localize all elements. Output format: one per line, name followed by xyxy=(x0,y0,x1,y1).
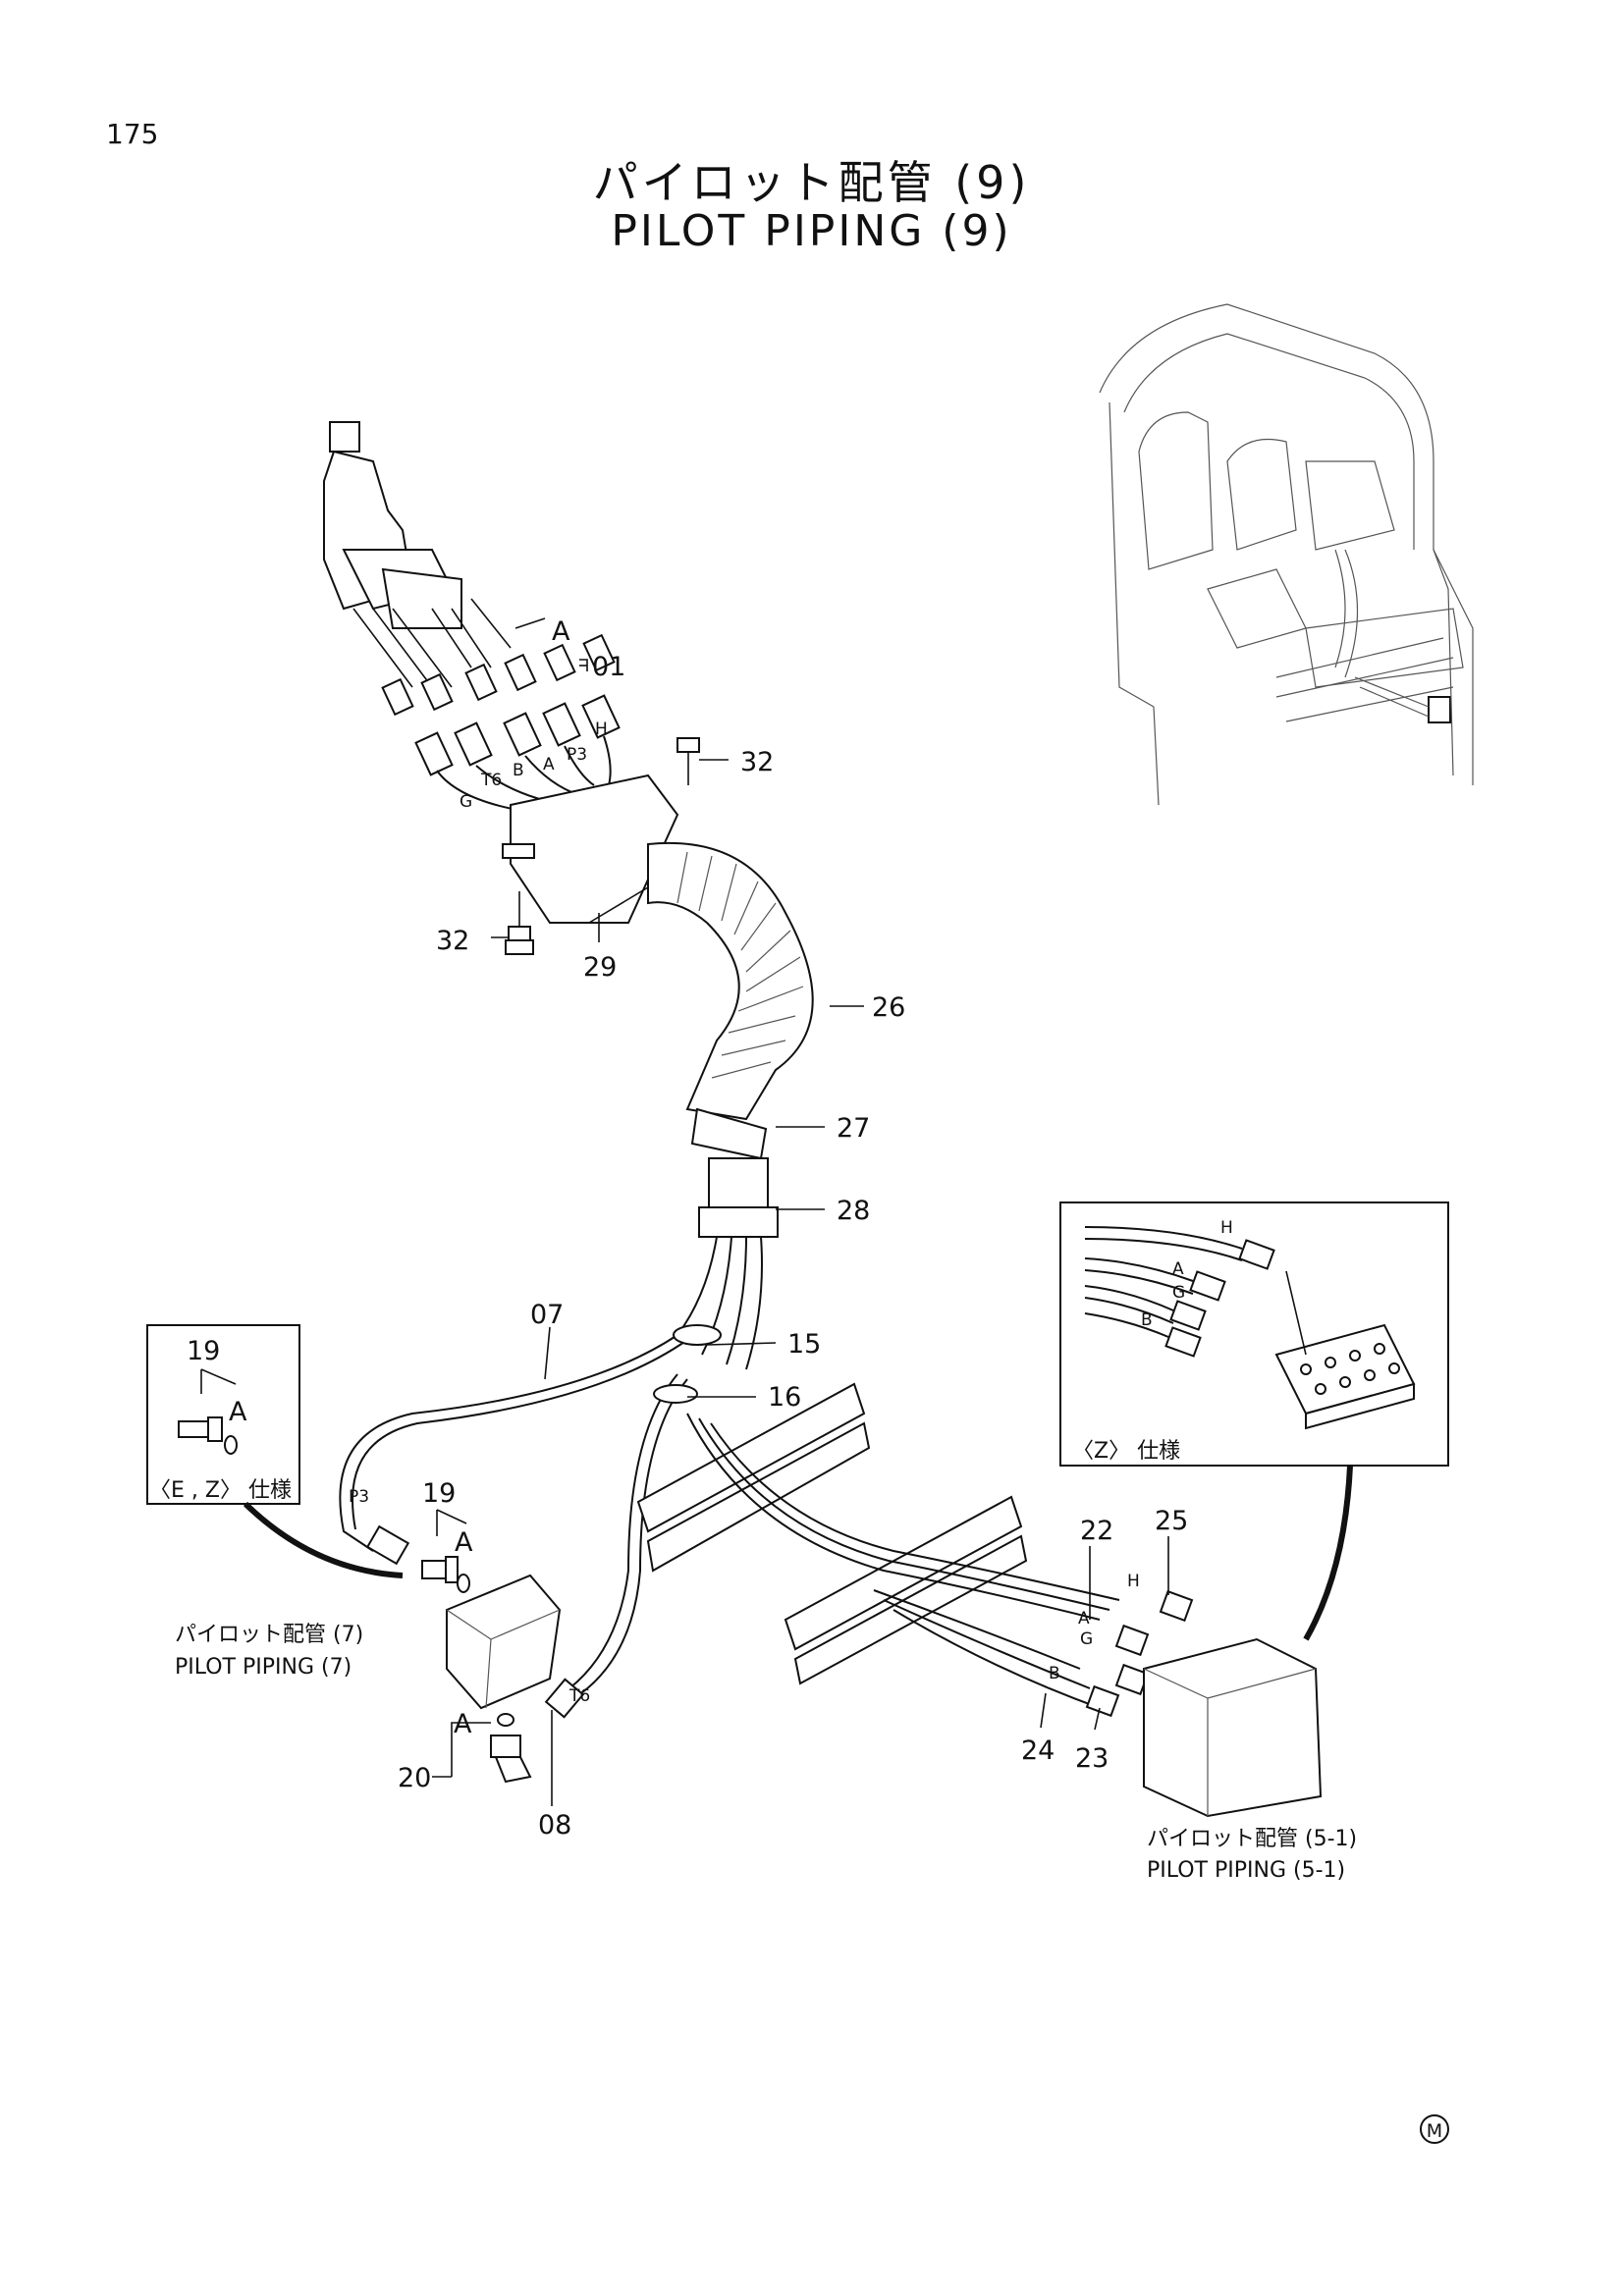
port-label-h-inset: H xyxy=(1220,1218,1233,1238)
callout-07: 07 xyxy=(530,1300,564,1330)
view-letter-a-19: A xyxy=(455,1527,473,1558)
ez-spec-inset xyxy=(146,1324,300,1505)
corrugated-tube xyxy=(647,841,814,1370)
callout-23: 23 xyxy=(1075,1743,1109,1774)
callout-01: 01 xyxy=(592,652,625,682)
port-label-g-inset: G xyxy=(1172,1283,1185,1303)
cab-illustration xyxy=(1099,303,1474,806)
hose-07-inner xyxy=(352,1339,688,1530)
hose-07 xyxy=(339,1334,678,1552)
hose-08 xyxy=(568,1373,688,1694)
harness-rails xyxy=(636,1382,1120,1709)
port-label-b-right: B xyxy=(1049,1664,1060,1683)
port-label-p3-hose07: P3 xyxy=(349,1487,369,1507)
port-label-a-inset: A xyxy=(1172,1259,1184,1279)
port-label-t6-hose08: T6 xyxy=(568,1686,590,1706)
port-label-g: G xyxy=(460,792,472,812)
p3-fitting xyxy=(365,1524,410,1566)
page-title-english: PILOT PIPING (9) xyxy=(611,206,1012,256)
port-label-b-inset: B xyxy=(1141,1310,1153,1330)
page-number: 175 xyxy=(106,118,159,150)
callout-16: 16 xyxy=(768,1382,801,1413)
view-letter-a-20: A xyxy=(454,1709,472,1739)
callout-24: 24 xyxy=(1021,1735,1055,1766)
port-label-h-right: H xyxy=(1127,1572,1140,1591)
t6-fitting xyxy=(544,1678,585,1719)
callout-32-lower: 32 xyxy=(436,926,469,956)
callout-28: 28 xyxy=(837,1196,870,1226)
callout-27: 27 xyxy=(837,1113,870,1144)
callout-20: 20 xyxy=(398,1763,431,1793)
callout-26: 26 xyxy=(872,992,905,1023)
z-spec-inset xyxy=(1059,1201,1449,1467)
hose-fittings xyxy=(381,633,621,776)
ref-pilot-piping-7-ja: パイロット配管 (7) xyxy=(175,1623,363,1647)
page-title-japanese: パイロット配管 (9) xyxy=(592,156,1031,209)
z-inset-leader xyxy=(1303,1465,1353,1641)
right-fittings xyxy=(1085,1589,1323,1818)
callout-08: 08 xyxy=(538,1810,571,1841)
port-label-a: A xyxy=(543,755,555,774)
port-label-b: B xyxy=(513,761,524,780)
callout-19-inset: 19 xyxy=(187,1336,220,1366)
view-letter-a-top: A xyxy=(552,616,570,647)
ez-inset-leader xyxy=(243,1501,404,1578)
ref-pilot-piping-5-1-ja: パイロット配管 (5-1) xyxy=(1147,1827,1357,1851)
callout-15: 15 xyxy=(787,1329,821,1360)
clamp-16 xyxy=(653,1384,698,1404)
callout-22: 22 xyxy=(1080,1516,1113,1546)
ref-pilot-piping-5-1-en: PILOT PIPING (5-1) xyxy=(1147,1858,1345,1883)
footer-m-mark: M xyxy=(1420,2114,1449,2144)
spec-label-ez: 〈E , Z〉 仕様 xyxy=(149,1478,292,1503)
port-label-h: H xyxy=(595,720,608,739)
callout-25: 25 xyxy=(1155,1506,1188,1536)
clamp-15 xyxy=(673,1324,722,1346)
port-label-g-right: G xyxy=(1080,1629,1093,1649)
callout-32-top: 32 xyxy=(740,747,774,777)
pilot-piping-7-block xyxy=(421,1556,562,1784)
callout-19: 19 xyxy=(422,1478,456,1509)
spec-label-z: 〈Z〉 仕様 xyxy=(1072,1439,1180,1464)
port-label-p3: P3 xyxy=(567,745,587,765)
port-label-t6: T6 xyxy=(480,771,502,790)
leader-lines xyxy=(432,617,1169,1806)
view-letter-a-inset: A xyxy=(229,1397,247,1427)
pilot-valve-assembly xyxy=(323,421,700,955)
port-label-a-right: A xyxy=(1078,1609,1090,1629)
ref-pilot-piping-7-en: PILOT PIPING (7) xyxy=(175,1655,352,1680)
callout-29: 29 xyxy=(583,952,617,983)
